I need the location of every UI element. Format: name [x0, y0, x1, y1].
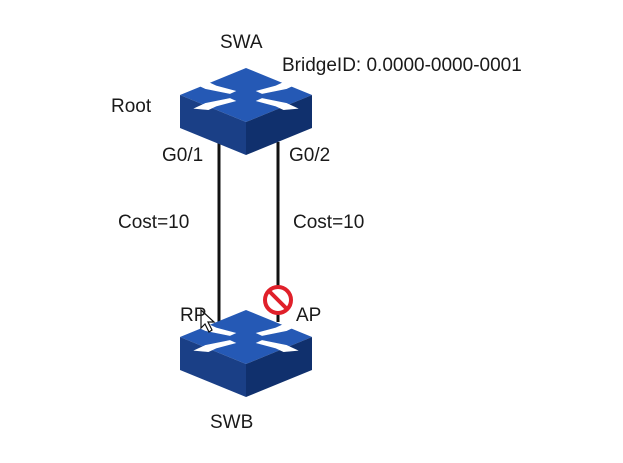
switch-b-icon	[180, 310, 312, 397]
port-ap-label: AP	[296, 305, 322, 326]
port-g0-2-label: G0/2	[289, 145, 331, 166]
mouse-cursor-icon	[200, 308, 216, 333]
port-g0-1-label: G0/1	[162, 145, 204, 166]
port-rp-label: RP	[180, 305, 207, 326]
switch-a-name: SWA	[220, 32, 263, 53]
cost-right-label: Cost=10	[293, 212, 365, 233]
switch-a-icon	[180, 68, 312, 155]
bridge-id-label: BridgeID: 0.0000-0000-0001	[282, 55, 522, 76]
cost-left-label: Cost=10	[118, 212, 190, 233]
blocked-port-icon	[263, 285, 293, 315]
switch-b-name: SWB	[210, 412, 254, 433]
root-label: Root	[111, 96, 152, 117]
